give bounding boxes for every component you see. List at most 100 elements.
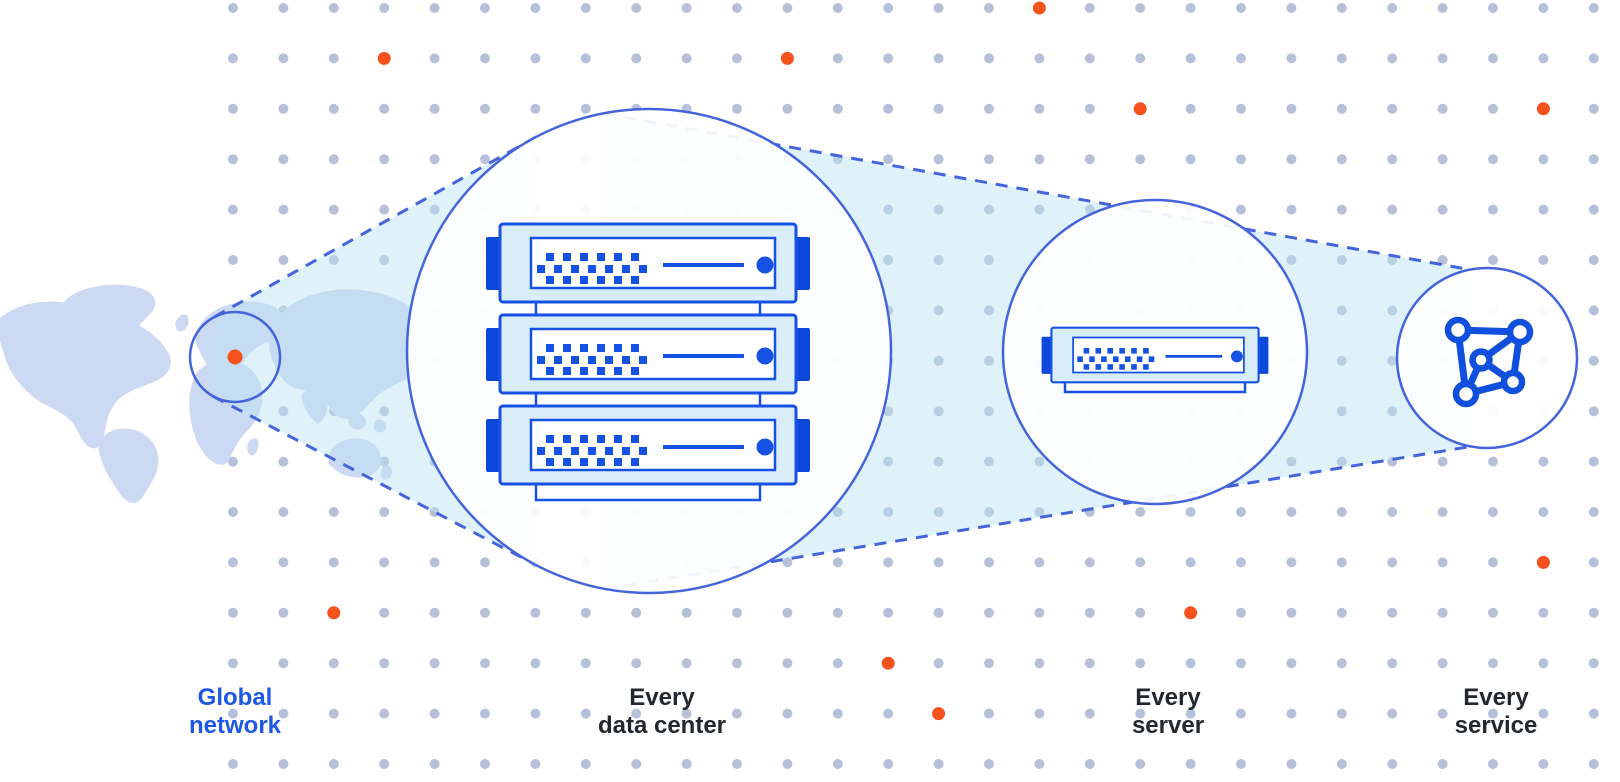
grid-dot [1588, 759, 1599, 769]
grid-dot [1387, 708, 1398, 719]
grid-dot [1437, 255, 1448, 265]
grid-dot [429, 3, 440, 13]
server-icon [484, 222, 812, 304]
grid-dot [480, 103, 490, 114]
grid-dot [933, 204, 944, 215]
grid-dot [429, 154, 440, 165]
grid-dot [883, 708, 894, 719]
grid-dot [379, 658, 390, 669]
grid-dot [1588, 456, 1599, 467]
grid-dot [732, 103, 742, 114]
grid-dot [1236, 708, 1246, 719]
grid-dot [379, 708, 390, 719]
grid-dot [732, 53, 742, 64]
grid-dot [530, 3, 541, 13]
grid-dot [1588, 406, 1599, 417]
grid-dot [681, 759, 692, 769]
server-rack [484, 222, 812, 502]
grid-dot [228, 103, 238, 114]
grid-dot [1084, 557, 1095, 568]
grid-dot [782, 607, 793, 618]
grid-dot [1538, 456, 1549, 467]
grid-dot [883, 204, 894, 215]
grid-dot [1286, 3, 1297, 13]
grid-dot [1336, 53, 1347, 64]
grid-dot [681, 53, 692, 64]
grid-dot [1488, 103, 1498, 114]
grid-dot [379, 103, 390, 114]
grid-dot [1034, 204, 1045, 215]
grid-dot [631, 3, 642, 13]
grid-dot [984, 507, 994, 517]
grid-dot [1387, 406, 1398, 417]
grid-dot [832, 53, 843, 64]
grid-dot [228, 204, 238, 215]
grid-dot [1488, 3, 1498, 13]
caption-line: server [1131, 712, 1205, 739]
grid-dot [328, 658, 339, 669]
grid-dot [732, 708, 742, 719]
caption-line: service [1454, 712, 1538, 739]
grid-dot [1084, 759, 1095, 769]
grid-dot [933, 507, 944, 517]
grid-dot [1437, 103, 1448, 114]
grid-dot [832, 557, 843, 568]
grid-dot [379, 607, 390, 618]
grid-dot [782, 708, 793, 719]
grid-dot [1336, 255, 1347, 265]
grid-dot [933, 456, 944, 467]
grid-dot [1437, 607, 1448, 618]
grid-dot [681, 708, 692, 719]
caption-line: Every [1463, 684, 1529, 711]
orange-dot [377, 51, 391, 65]
grid-dot [1538, 3, 1549, 13]
grid-dot [883, 507, 894, 517]
grid-dot [1135, 507, 1146, 517]
orange-dot [932, 707, 946, 721]
grid-dot [1336, 3, 1347, 13]
grid-dot [1588, 507, 1599, 517]
grid-dot [328, 255, 339, 265]
grid-dot [1286, 557, 1297, 568]
grid-dot [1387, 759, 1398, 769]
grid-dot [1387, 507, 1398, 517]
grid-dot [1185, 3, 1196, 13]
grid-dot [1084, 103, 1095, 114]
grid-dot [1286, 255, 1297, 265]
grid-dot [1437, 507, 1448, 517]
grid-dot [1336, 154, 1347, 165]
grid-dot [1437, 658, 1448, 669]
grid-dot [832, 759, 843, 769]
grid-dot [530, 103, 541, 114]
grid-dot [933, 103, 944, 114]
grid-dot [1588, 3, 1599, 13]
caption-line: network [188, 712, 282, 739]
grid-dot [1034, 708, 1045, 719]
grid-dot [328, 3, 339, 13]
grid-dot [530, 658, 541, 669]
grid-dot [984, 305, 994, 316]
grid-dot [1084, 658, 1095, 669]
grid-dot [228, 255, 238, 265]
grid-dot [1488, 53, 1498, 64]
server-icon [1040, 326, 1270, 384]
grid-dot [1387, 607, 1398, 618]
grid-dot [984, 607, 994, 618]
grid-dot [1185, 557, 1196, 568]
grid-dot [984, 204, 994, 215]
caption-line: Every [1135, 684, 1201, 711]
grid-dot [228, 557, 238, 568]
grid-dot [1236, 607, 1246, 618]
grid-dot [1084, 204, 1095, 215]
grid-dot [1488, 759, 1498, 769]
grid-dot [782, 557, 793, 568]
grid-dot [1135, 3, 1146, 13]
grid-dot [480, 557, 490, 568]
grid-dot [1185, 658, 1196, 669]
grid-dot [1387, 658, 1398, 669]
grid-dot [1286, 708, 1297, 719]
grid-dot [328, 557, 339, 568]
grid-dot [278, 708, 289, 719]
